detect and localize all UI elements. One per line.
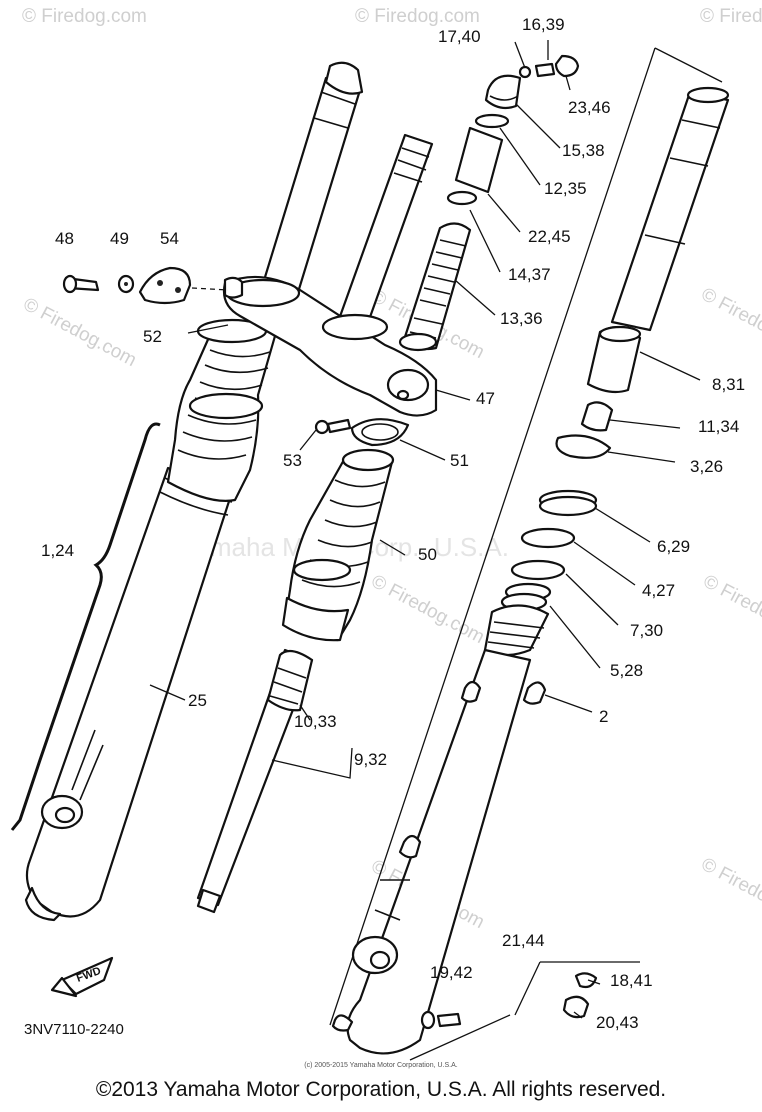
center-damper-rod	[196, 133, 434, 914]
label-1-24: 1,24	[41, 541, 74, 560]
label-15-38: 15,38	[562, 141, 605, 160]
label-49: 49	[110, 229, 129, 248]
small-copyright: (c) 2005-2015 Yamaha Motor Corporation, …	[304, 1062, 458, 1069]
clamp-bolt-assembly	[62, 266, 229, 305]
group-outline	[329, 47, 723, 1061]
watermark-text: © Firedog.com	[698, 854, 762, 931]
label-21-44: 21,44	[502, 931, 545, 950]
label-50: 50	[418, 545, 437, 564]
label-52: 52	[143, 327, 162, 346]
label-23-46: 23,46	[568, 98, 611, 117]
copyright-notice: ©2013 Yamaha Motor Corporation, U.S.A. A…	[95, 1078, 667, 1101]
label-54: 54	[160, 229, 179, 248]
label-22-45: 22,45	[528, 227, 571, 246]
label-47: 47	[476, 389, 495, 408]
watermark-text: © Firedog.com	[700, 6, 762, 27]
diagram-code: 3NV7110-2240	[24, 1021, 124, 1038]
label-51: 51	[450, 451, 469, 470]
right-fork-parts	[331, 86, 730, 1055]
drain-bolt-assembly	[420, 972, 598, 1030]
label-14-37: 14,37	[508, 265, 551, 284]
watermark-text: © Firedog.com	[698, 284, 762, 361]
label-10-33: 10,33	[294, 712, 337, 731]
label-4-27: 4,27	[642, 581, 675, 600]
damper-cap-assembly	[398, 54, 580, 352]
watermark-text: © Firedog.com	[22, 6, 147, 27]
left-outer-tube	[10, 422, 234, 922]
left-fork-boot	[166, 318, 277, 502]
label-11-34: 11,34	[698, 417, 739, 436]
label-16-39: 16,39	[522, 15, 565, 34]
label-20-43: 20,43	[596, 1013, 639, 1032]
watermark-text: © Firedog.com	[355, 6, 480, 27]
watermark-text: © Firedog.com	[700, 571, 762, 648]
label-18-41: 18,41	[610, 971, 653, 990]
watermark-text: © Firedog.com	[368, 571, 488, 648]
label-2: 2	[599, 707, 608, 726]
label-17-40: 17,40	[438, 27, 481, 46]
fwd-arrow: FWD	[50, 956, 114, 998]
label-6-29: 6,29	[657, 537, 690, 556]
center-fork-boot	[281, 448, 395, 642]
leader-lines	[149, 40, 701, 1019]
label-9-32: 9,32	[354, 750, 387, 769]
watermark-text: © Firedog.com	[20, 294, 140, 371]
label-7-30: 7,30	[630, 621, 663, 640]
label-53: 53	[283, 451, 302, 470]
label-3-26: 3,26	[690, 457, 723, 476]
label-13-36: 13,36	[500, 309, 543, 328]
label-48: 48	[55, 229, 74, 248]
label-19-42: 19,42	[430, 963, 473, 982]
center-clamp-bolts	[314, 418, 410, 447]
label-5-28: 5,28	[610, 661, 643, 680]
label-25: 25	[188, 691, 207, 710]
triple-clamp	[222, 275, 438, 417]
label-8-31: 8,31	[712, 375, 745, 394]
left-inner-tube	[256, 61, 364, 314]
part-labels: 17,40 16,39 23,46 15,38 12,35 22,45 14,3…	[41, 15, 745, 1032]
label-12-35: 12,35	[544, 179, 587, 198]
